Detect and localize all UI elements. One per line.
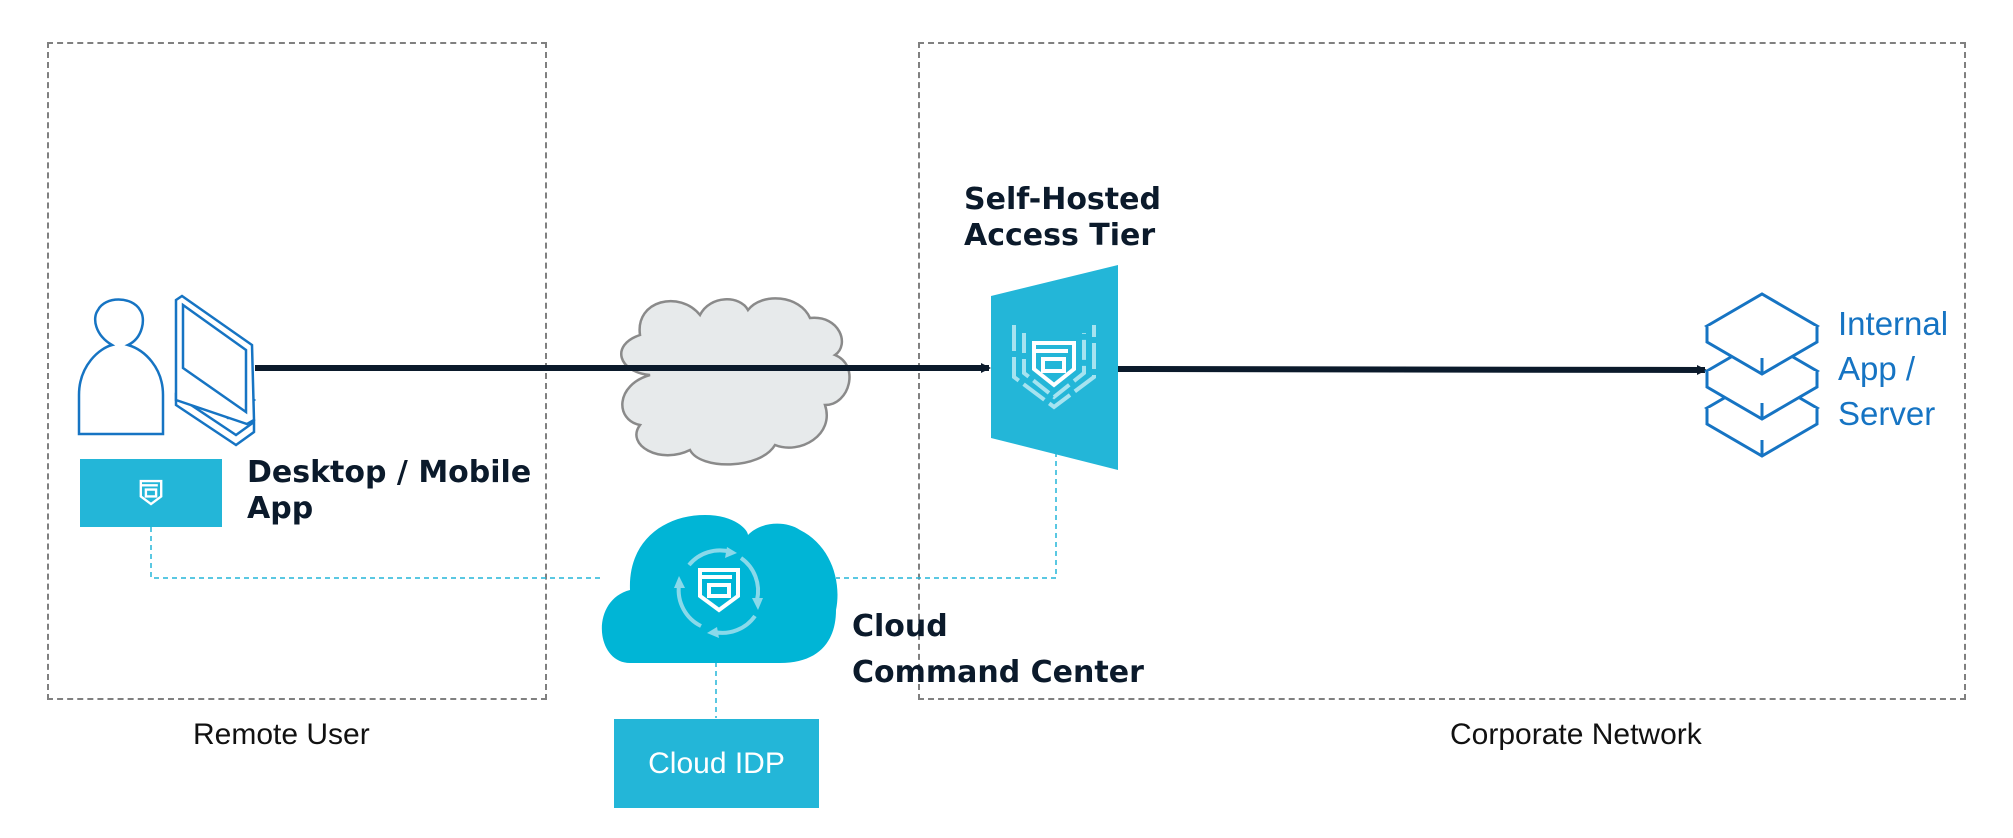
- internet-cloud-icon: [620, 297, 851, 466]
- access-tier-node[interactable]: [991, 265, 1118, 470]
- desktop-app-label: Desktop / Mobile App: [247, 455, 532, 526]
- remote-user-zone-label: Remote User: [193, 718, 370, 751]
- banyan-shield-icon: [1012, 325, 1096, 410]
- command-center-label: Cloud Command Center: [852, 609, 1144, 690]
- laptop-icon: [174, 294, 257, 447]
- cloud-idp-label: Cloud IDP: [648, 746, 785, 780]
- user-laptop-icon: [77, 294, 257, 447]
- sync-shield-cloud-icon: [674, 547, 763, 638]
- cloud-idp-node[interactable]: Cloud IDP: [614, 719, 819, 808]
- banyan-shield-icon: [139, 479, 163, 506]
- command-center-node[interactable]: [601, 515, 838, 663]
- corporate-network-zone-label: Corporate Network: [1450, 718, 1702, 751]
- person-icon: [77, 298, 165, 436]
- access-tier-to-app-arrow: [1117, 364, 1707, 375]
- internal-app-label: Internal App / Server: [1838, 305, 1949, 432]
- app-to-command-center-line: [150, 527, 600, 579]
- access-tier-label: Self-Hosted Access Tier: [964, 182, 1161, 253]
- server-stack-icon: [1704, 292, 1820, 458]
- access-tier-to-command-center-line: [836, 452, 1057, 579]
- desktop-app-node[interactable]: [80, 459, 222, 527]
